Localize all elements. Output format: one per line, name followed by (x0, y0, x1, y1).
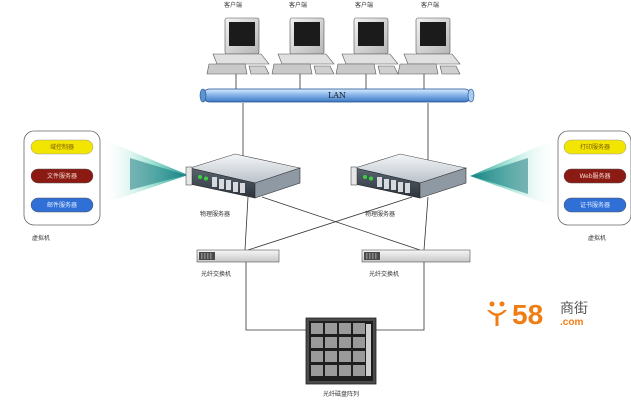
lan-bus (199, 88, 475, 103)
vm-right-item-1-label: 打印服务器 (580, 143, 610, 151)
client-label-1: 客户端 (224, 1, 242, 9)
client-pc-4 (397, 17, 461, 75)
vm-right-item-3-label: 证书服务器 (580, 201, 610, 209)
vm-right-label: 虚拟机 (588, 234, 606, 242)
client-label-3: 客户端 (355, 1, 373, 9)
server-label-right: 物理服务器 (365, 210, 395, 218)
client-label-4: 客户端 (421, 1, 439, 9)
right-vm-beam-core (472, 158, 528, 194)
client-pc-1 (206, 17, 270, 75)
smiley-icon (487, 301, 507, 326)
vm-left-label: 虚拟机 (32, 234, 50, 242)
watermark-logo: 58 商街 .com (487, 299, 588, 330)
vm-panel-right (557, 130, 631, 226)
storage-label: 光纤磁盘阵列 (323, 390, 359, 398)
vm-right-item-2-label: Web服务器 (579, 172, 610, 180)
vm-right-item-3 (563, 197, 627, 213)
watermark-domain: .com (560, 317, 583, 328)
vm-right-item-1 (563, 139, 627, 155)
vm-right-item-2 (563, 168, 627, 184)
watermark-number: 58 (512, 299, 543, 330)
vm-left-item-3-label: 邮件服务器 (47, 201, 77, 209)
fibre-disk-array (305, 317, 377, 385)
client-label-2: 客户端 (289, 1, 307, 9)
watermark-text: 商街 (560, 301, 588, 317)
server-label-left: 物理服务器 (200, 210, 230, 218)
vm-left-item-2-label: 文件服务器 (47, 172, 77, 180)
physical-server-left (185, 153, 302, 199)
connections (235, 74, 429, 331)
switch-label-right: 光纤交换机 (369, 270, 399, 278)
vm-left-item-1-label: 域控制器 (50, 143, 74, 151)
fibre-switch-left (196, 249, 280, 263)
left-vm-beam-core (130, 158, 186, 190)
vm-left-item-1 (30, 139, 94, 155)
client-pc-3 (335, 17, 399, 75)
fibre-switch-right (361, 249, 471, 263)
vm-left-item-3 (30, 197, 94, 213)
vm-panel-left (23, 130, 101, 226)
client-pc-2 (271, 17, 335, 75)
switch-label-left: 光纤交换机 (201, 270, 231, 278)
lan-label: LAN (328, 91, 346, 100)
vm-left-item-2 (30, 168, 94, 184)
physical-server-right (350, 153, 468, 199)
